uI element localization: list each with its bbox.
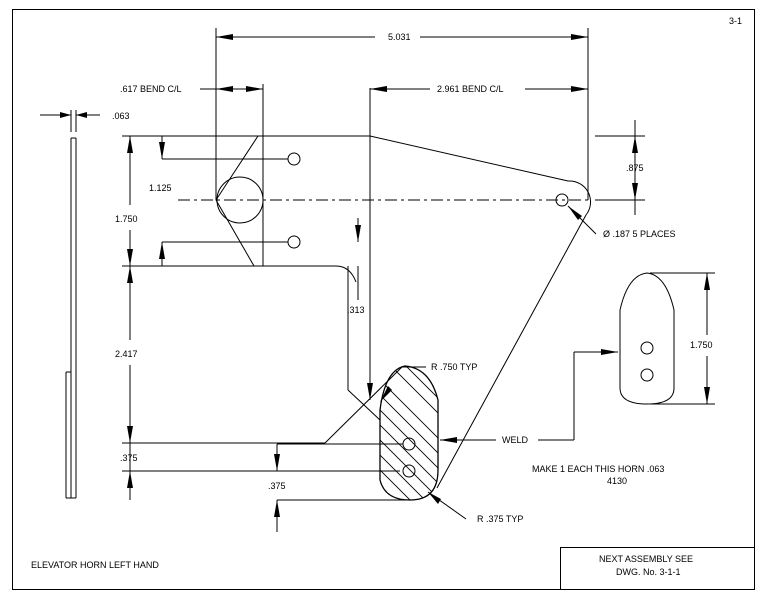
inner-gap-label: .313 [347, 305, 365, 315]
dim-bend-left [200, 86, 263, 92]
large-radius-leader [324, 366, 426, 444]
make-note-line2: 4130 [607, 476, 627, 486]
plate-detail [619, 272, 715, 405]
weld-plate-hatching [380, 366, 438, 500]
top-slope-label: .875 [626, 163, 644, 173]
next-assembly-box [560, 547, 755, 590]
bottom-offset-right-label: .375 [268, 481, 286, 491]
weld-leader [440, 349, 618, 443]
dim-left-verticals [122, 135, 400, 500]
hole-upper-1 [287, 152, 301, 166]
hole-lower-2 [402, 464, 416, 478]
dim-hole-spacing [159, 136, 288, 266]
hole-lower-1 [402, 437, 416, 451]
next-assembly-line1: NEXT ASSEMBLY SEE [599, 554, 693, 564]
small-radius-label: R .375 TYP [477, 514, 523, 524]
small-radius-leader [427, 491, 467, 520]
dim-inner-gap [355, 218, 373, 400]
sheet-border [12, 9, 755, 590]
hole-right [555, 193, 569, 207]
dim-bottom-offset [274, 443, 410, 532]
weld-label: WELD [502, 435, 529, 445]
dim-bend-right [370, 86, 588, 92]
dim-overall-width [216, 34, 588, 40]
hole-upper-2 [287, 235, 301, 249]
hole-spacing-label: 1.125 [149, 183, 172, 193]
horn-outline [215, 135, 592, 489]
bend-left-label: .617 BEND C/L [120, 84, 182, 94]
hole-callout-leader [567, 205, 597, 235]
side-view [40, 110, 100, 499]
bend-right-label: 2.961 BEND C/L [437, 84, 504, 94]
bottom-offset-left-label: .375 [120, 453, 138, 463]
upper-height-label: 1.750 [115, 214, 138, 224]
thickness-label: .063 [112, 111, 130, 121]
make-note-line1: MAKE 1 EACH THIS HORN .063 [532, 464, 664, 474]
sheet-number: 3-1 [729, 16, 742, 26]
plate-height-label: 1.750 [690, 340, 713, 350]
weld-plate-outline [379, 365, 439, 501]
dim-top-slope [595, 120, 645, 215]
overall-width-label: 5.031 [388, 32, 411, 42]
lower-height-label: 2.417 [115, 349, 138, 359]
next-assembly-line2: DWG. No. 3-1-1 [616, 567, 681, 577]
hole-callout-label: Ø .187 5 PLACES [603, 229, 676, 239]
drawing-title: ELEVATOR HORN LEFT HAND [31, 560, 159, 570]
large-radius-label: R .750 TYP [431, 362, 477, 372]
